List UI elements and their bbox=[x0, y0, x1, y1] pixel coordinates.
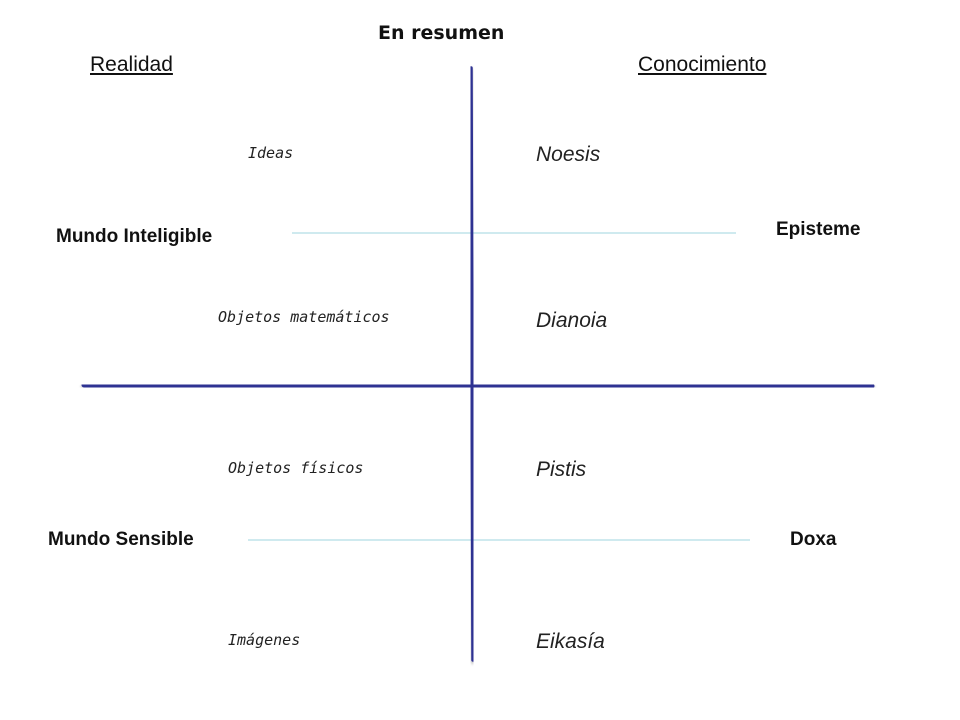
reality-math-objects: Objetos matemáticos bbox=[218, 308, 390, 326]
reality-header: Realidad bbox=[90, 53, 173, 76]
doxa-label: Doxa bbox=[790, 529, 837, 550]
intelligible-world-label: Mundo Inteligible bbox=[56, 226, 213, 247]
knowledge-noesis: Noesis bbox=[536, 143, 601, 166]
horizontal-axis bbox=[81, 382, 875, 389]
reality-physical-objects: Objetos físicos bbox=[228, 459, 364, 477]
knowledge-header: Conocimiento bbox=[638, 53, 767, 76]
knowledge-dianoia: Dianoia bbox=[536, 309, 608, 332]
knowledge-eikasia: Eikasía bbox=[536, 630, 605, 653]
knowledge-pistis: Pistis bbox=[536, 458, 587, 481]
episteme-label: Episteme bbox=[776, 219, 861, 240]
reality-images: Imágenes bbox=[228, 631, 301, 649]
reality-ideas: Ideas bbox=[248, 144, 294, 162]
diagram-title: En resumen bbox=[378, 22, 505, 44]
vertical-axis bbox=[469, 66, 475, 662]
sensible-world-label: Mundo Sensible bbox=[48, 529, 194, 550]
